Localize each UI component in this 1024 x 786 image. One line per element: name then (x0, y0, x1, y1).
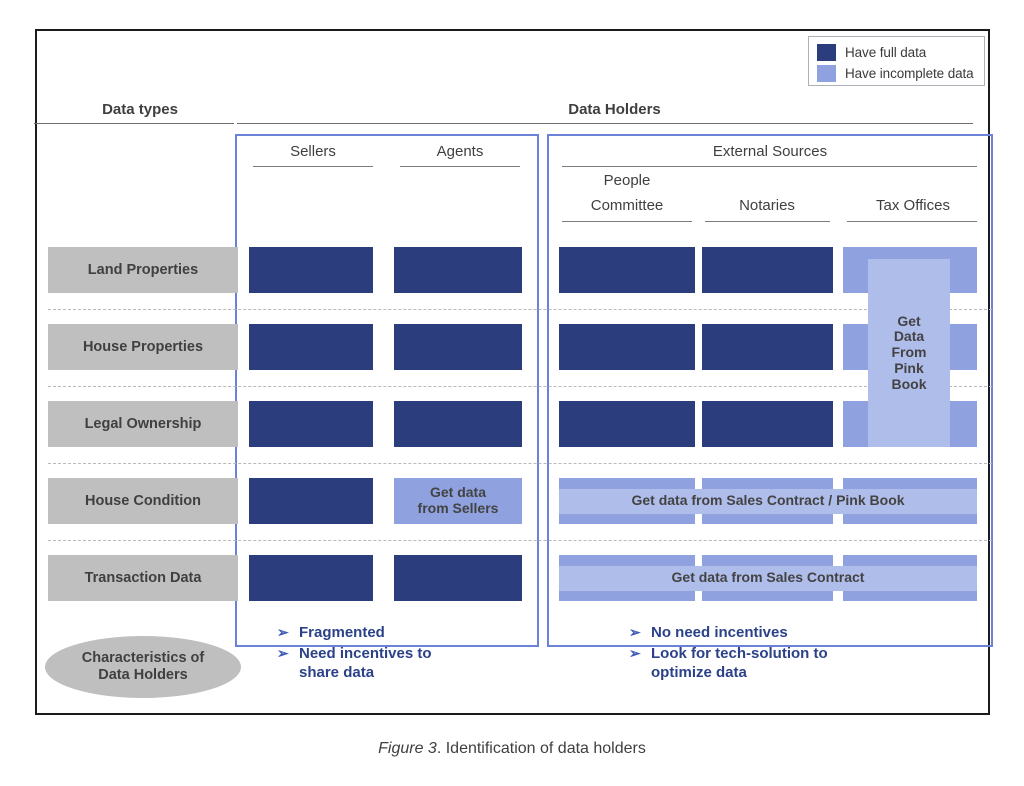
legend-swatch-full-data (817, 44, 836, 61)
cell-legal-ownership-people-committee (559, 401, 695, 447)
bullet-label: No need incentives (651, 624, 788, 641)
bullet-label: Look for tech-solution to optimize data (651, 644, 828, 682)
header-data-types: Data types (102, 101, 178, 118)
cell-land-properties-people-committee (559, 247, 695, 293)
overlay-band-transaction-data (559, 566, 977, 591)
arrow-bullet-icon: ➢ (629, 624, 641, 640)
row-divider-3 (48, 463, 992, 464)
column-rule-people-committee (562, 221, 692, 222)
overlay-panel-pink-book (868, 259, 950, 447)
cell-house-properties-sellers (249, 324, 373, 370)
characteristics-oval: Characteristics of Data Holders (45, 636, 241, 698)
legend: Have full data Have incomplete data (808, 36, 985, 86)
bullets-internal-holders: ➢ Fragmented ➢ Need incentives to share … (277, 623, 527, 684)
row-divider-2 (48, 386, 992, 387)
legend-label-incomplete-data: Have incomplete data (845, 66, 974, 81)
column-header-notaries: Notaries (739, 197, 795, 214)
arrow-bullet-icon: ➢ (629, 644, 641, 661)
column-header-people-committee-line2: Committee (590, 197, 664, 214)
cell-transaction-data-agents (394, 555, 522, 601)
row-divider-1 (48, 309, 992, 310)
bullet-label: Need incentives to share data (299, 644, 432, 682)
bullet-item: ➢ Fragmented (277, 623, 527, 643)
header-data-types-rule (34, 123, 234, 124)
figure-caption-label: Figure 3 (378, 740, 437, 757)
column-rule-notaries (705, 221, 830, 222)
row-divider-4 (48, 540, 992, 541)
row-label-land-properties: Land Properties (48, 247, 238, 293)
legend-item-incomplete-data: Have incomplete data (817, 63, 978, 84)
figure-frame: Have full data Have incomplete data Data… (34, 29, 993, 715)
figure-caption-text: . Identification of data holders (436, 740, 646, 757)
cell-transaction-data-sellers (249, 555, 373, 601)
cell-legal-ownership-notaries (702, 401, 833, 447)
column-rule-agents (400, 166, 520, 167)
column-header-external-sources: External Sources (712, 143, 828, 160)
bullet-label: Fragmented (299, 624, 385, 641)
figure-caption: Figure 3. Identification of data holders (0, 740, 1024, 758)
row-label-house-condition: House Condition (48, 478, 238, 524)
column-header-people-committee-line1: People (603, 172, 651, 189)
arrow-bullet-icon: ➢ (277, 644, 289, 661)
cell-land-properties-agents (394, 247, 522, 293)
cell-house-properties-agents (394, 324, 522, 370)
bullets-external-sources: ➢ No need incentives ➢ Look for tech-sol… (629, 623, 959, 684)
cell-house-properties-notaries (702, 324, 833, 370)
row-label-transaction-data: Transaction Data (48, 555, 238, 601)
cell-legal-ownership-agents (394, 401, 522, 447)
row-label-legal-ownership: Legal Ownership (48, 401, 238, 447)
group-box-internal-holders (235, 134, 539, 647)
legend-label-full-data: Have full data (845, 45, 927, 60)
arrow-bullet-icon: ➢ (277, 624, 289, 640)
column-rule-tax-offices (847, 221, 977, 222)
group-box-external-sources (547, 134, 993, 647)
bullet-item: ➢ Look for tech-solution to optimize dat… (629, 644, 959, 683)
column-rule-external-sources (562, 166, 977, 167)
cell-land-properties-notaries (702, 247, 833, 293)
bullet-item: ➢ Need incentives to share data (277, 644, 527, 683)
cell-legal-ownership-sellers (249, 401, 373, 447)
legend-swatch-incomplete-data (817, 65, 836, 82)
column-header-tax-offices: Tax Offices (876, 197, 950, 214)
header-data-holders: Data Holders (568, 101, 661, 118)
overlay-band-house-condition (559, 489, 977, 514)
cell-land-properties-sellers (249, 247, 373, 293)
cell-house-properties-people-committee (559, 324, 695, 370)
cell-house-condition-sellers (249, 478, 373, 524)
column-header-sellers: Sellers (290, 143, 336, 160)
column-header-agents: Agents (436, 143, 484, 160)
column-rule-sellers (253, 166, 373, 167)
bullet-item: ➢ No need incentives (629, 623, 959, 643)
legend-item-full-data: Have full data (817, 42, 978, 63)
header-data-holders-rule (237, 123, 973, 124)
row-label-house-properties: House Properties (48, 324, 238, 370)
cell-house-condition-agents (394, 478, 522, 524)
